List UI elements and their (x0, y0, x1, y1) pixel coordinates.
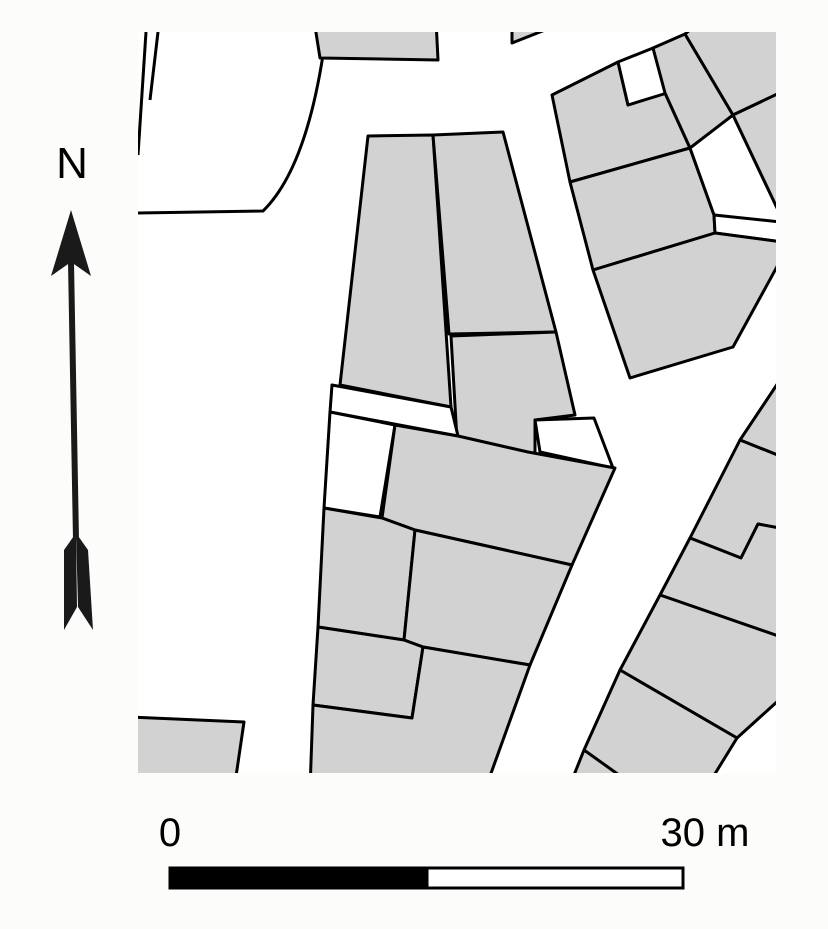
scale-segment-white (425, 866, 685, 890)
parcel-se-4 (618, 593, 776, 740)
scale-bar-outline (168, 866, 685, 890)
parcel-top-sliver (510, 32, 545, 45)
map-frame (138, 32, 776, 773)
parcel-sw (138, 715, 246, 773)
scale-bar: 0 30 m (159, 811, 750, 890)
open-ne-court (688, 113, 776, 225)
street-edge-left-outer (148, 32, 160, 101)
parcel-ne-6 (591, 231, 776, 380)
parcel-se-6 (573, 748, 619, 773)
scale-end-label: 30 m (661, 811, 750, 855)
north-label: N (56, 139, 88, 188)
street-edge-left-inner (138, 32, 148, 156)
parcel-top-center (314, 32, 440, 62)
scale-segment-black (170, 868, 427, 888)
parcel-south-east-2 (309, 645, 532, 773)
parcel-se-5 (580, 668, 739, 773)
street-edge-top-left (138, 54, 325, 215)
parcel-ne-5 (731, 92, 776, 210)
parcel-south-west-1 (316, 506, 417, 642)
parcel-south-west-2 (311, 625, 425, 720)
north-arrow-icon: N (51, 139, 93, 630)
scale-start-label: 0 (159, 811, 181, 855)
